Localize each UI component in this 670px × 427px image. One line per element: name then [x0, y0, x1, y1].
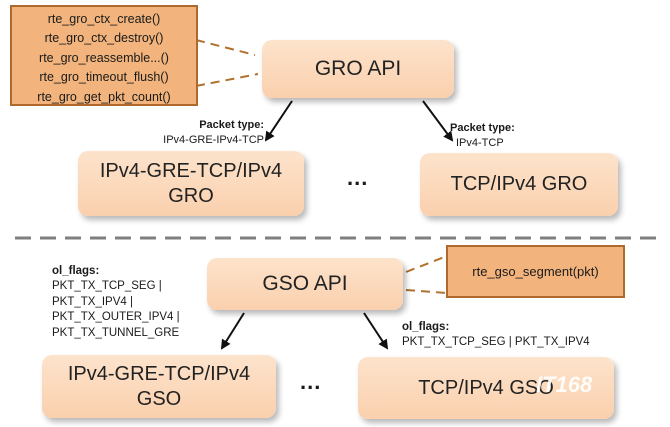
gso-right-flags: ol_flags: PKT_TX_TCP_SEG | PKT_TX_IPV4	[402, 320, 642, 351]
gro-left-arrow	[264, 100, 293, 142]
gso-right-box-label: TCP/IPv4 GSO	[418, 376, 554, 399]
gro-left-packet-value: IPv4-GRE-IPv4-TCP	[163, 134, 264, 146]
gso-function-label: rte_gso_segment(pkt)	[472, 264, 599, 279]
gso-ellipsis: ...	[300, 369, 322, 394]
gro-function-item: rte_gro_reassemble...()	[39, 50, 169, 65]
gro-ipv4-gre-tcp-box: IPv4-GRE-TCP/IPv4 GRO	[78, 151, 304, 216]
gso-left-box-line2: GSO	[136, 387, 182, 410]
gso-api-label: GSO API	[262, 272, 348, 295]
gro-left-packet-label: Packet type: IPv4-GRE-IPv4-TCP	[134, 118, 264, 148]
gro-left-packet-title: Packet type:	[199, 119, 264, 131]
gso-right-flags-value: PKT_TX_TCP_SEG | PKT_TX_IPV4	[402, 336, 590, 349]
gro-api-box: GRO API	[262, 40, 454, 98]
gro-left-box-line2: GRO	[168, 184, 214, 207]
gro-function-item: rte_gro_timeout_flush()	[39, 70, 169, 85]
gso-left-flags-title: ol_flags:	[52, 265, 100, 277]
gso-left-flag-line: PKT_TX_TCP_SEG |	[52, 280, 162, 293]
gso-right-flags-title: ol_flags:	[402, 321, 450, 333]
gro-right-packet-label: Packet type: IPv4-TCP	[450, 121, 560, 151]
gro-function-item: rte_gro_get_pkt_count()	[37, 89, 171, 104]
watermark-logo: IT168	[536, 372, 593, 397]
gro-right-arrow	[422, 100, 454, 142]
gro-dash-connector-2	[195, 73, 259, 87]
gro-api-label: GRO API	[314, 57, 402, 80]
gro-dash-connector-1	[195, 39, 256, 56]
gso-ipv4-gre-tcp-box: IPv4-GRE-TCP/IPv4 GSO	[42, 355, 276, 418]
gso-dash-connector-2	[405, 289, 448, 294]
gro-function-list: rte_gro_ctx_create() rte_gro_ctx_destroy…	[10, 5, 198, 106]
gro-right-packet-title: Packet type:	[450, 122, 515, 134]
gro-left-box-line1: IPv4-GRE-TCP/IPv4	[99, 159, 283, 182]
gso-left-arrow	[220, 312, 245, 350]
gro-right-box-label: TCP/IPv4 GRO	[450, 173, 588, 195]
gro-function-item: rte_gro_ctx_create()	[47, 12, 161, 26]
gso-tcp-ipv4-box: TCP/IPv4 GSO	[358, 357, 614, 419]
gro-right-packet-value: IPv4-TCP	[456, 137, 504, 149]
gso-left-flag-line: PKT_TX_TUNNEL_GRE	[52, 326, 180, 339]
gso-left-flag-line: PKT_TX_OUTER_IPV4 |	[52, 311, 180, 324]
gso-left-flags: ol_flags: PKT_TX_TCP_SEG | PKT_TX_IPV4 |…	[52, 264, 222, 341]
gro-function-item: rte_gro_ctx_destroy()	[44, 31, 164, 46]
gro-ellipsis: ...	[347, 165, 369, 190]
gso-left-box-line1: IPv4-GRE-TCP/IPv4	[67, 362, 251, 385]
gso-function-box: rte_gso_segment(pkt)	[446, 245, 625, 298]
gso-dash-connector-1	[405, 255, 448, 273]
gso-right-arrow	[363, 312, 389, 350]
gso-left-flag-line: PKT_TX_IPV4 |	[52, 295, 133, 308]
gro-tcp-ipv4-box: TCP/IPv4 GRO	[420, 153, 618, 216]
gso-api-box: GSO API	[207, 258, 403, 310]
